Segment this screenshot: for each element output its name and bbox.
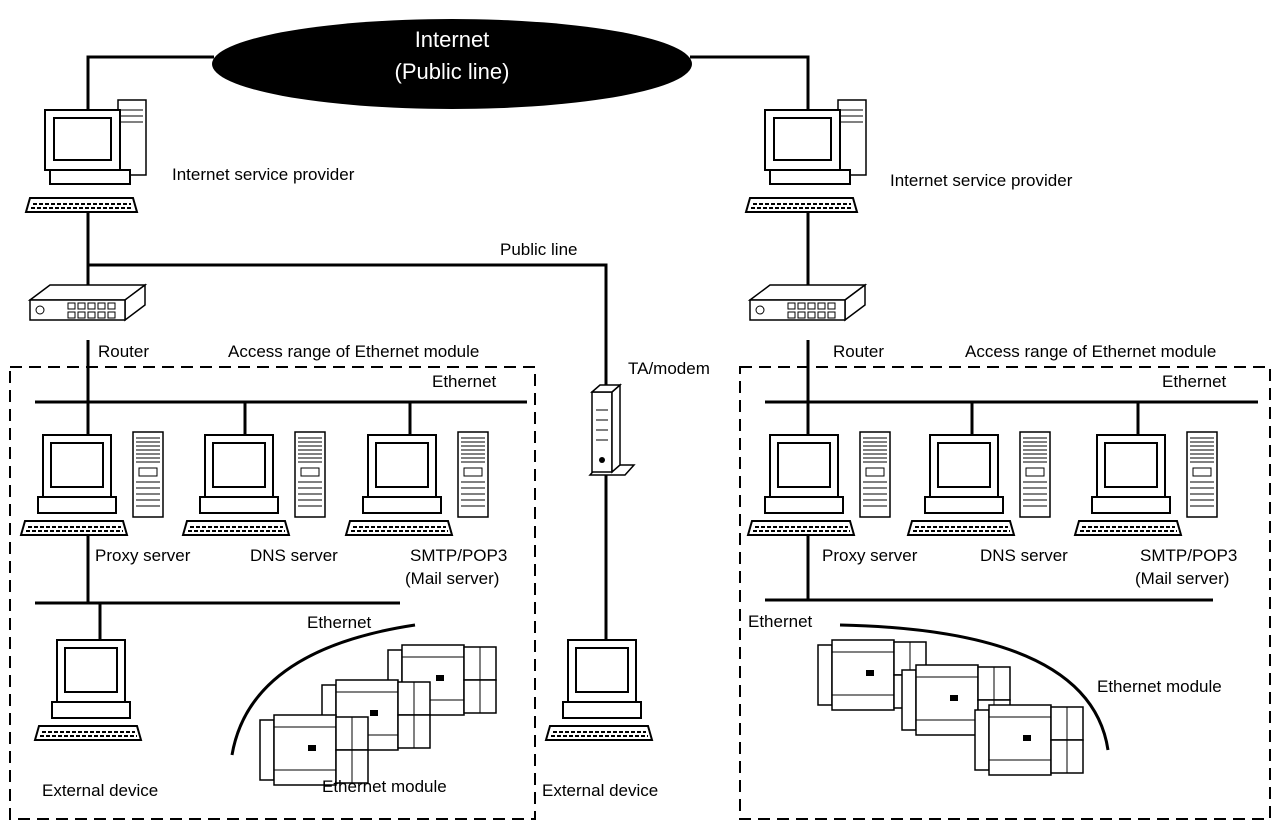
- right-module-arc: [839, 623, 1110, 751]
- left-external-device-label: External device: [42, 781, 158, 800]
- internet-cloud: Internet (Public line): [212, 19, 692, 109]
- left-access-range-label: Access range of Ethernet module: [228, 342, 479, 361]
- left-dns-tower-icon: [294, 431, 326, 518]
- left-smtp-pc-icon: [345, 434, 453, 536]
- left-mail-label: (Mail server): [405, 569, 499, 588]
- right-smtp-tower-icon: [1186, 431, 1218, 518]
- left-proxy-pc-icon: [20, 434, 128, 536]
- left-router-label: Router: [98, 342, 149, 361]
- line-internet-left-isp: [86, 55, 214, 110]
- connection-lines: [35, 55, 1258, 756]
- left-dns-pc-icon: [182, 434, 290, 536]
- right-dns-pc-icon: [907, 434, 1015, 536]
- right-dns-label: DNS server: [980, 546, 1068, 565]
- left-proxy-tower-icon: [132, 431, 164, 518]
- internet-label: Internet: [415, 27, 490, 52]
- right-smtp-label: SMTP/POP3: [1140, 546, 1237, 565]
- left-ethernet-top-label: Ethernet: [432, 372, 497, 391]
- line-public: [88, 263, 608, 385]
- right-isp-label: Internet service provider: [890, 171, 1073, 190]
- left-ethernet-bottom-label: Ethernet: [307, 613, 372, 632]
- left-ethernet-module-label: Ethernet module: [322, 777, 447, 796]
- left-dns-label: DNS server: [250, 546, 338, 565]
- right-ethernet-top-label: Ethernet: [1162, 372, 1227, 391]
- right-proxy-tower-icon: [859, 431, 891, 518]
- right-ethernet-module-icon-3: [974, 704, 1084, 776]
- ta-modem-icon: [588, 383, 636, 476]
- left-smtp-tower-icon: [457, 431, 489, 518]
- middle-external-device-label: External device: [542, 781, 658, 800]
- right-ethernet-module-label: Ethernet module: [1097, 677, 1222, 696]
- right-proxy-label: Proxy server: [822, 546, 918, 565]
- middle-external-device-icon: [545, 639, 653, 741]
- left-router-icon: [29, 284, 146, 321]
- left-access-range: [9, 366, 536, 820]
- right-smtp-pc-icon: [1074, 434, 1182, 536]
- left-smtp-label: SMTP/POP3: [410, 546, 507, 565]
- right-proxy-pc-icon: [747, 434, 855, 536]
- right-router-label: Router: [833, 342, 884, 361]
- left-external-device-icon: [34, 639, 142, 741]
- right-ethernet-bottom-label: Ethernet: [748, 612, 813, 631]
- right-access-range-label: Access range of Ethernet module: [965, 342, 1216, 361]
- right-isp-computer-icon: [745, 99, 867, 213]
- left-isp-label: Internet service provider: [172, 165, 355, 184]
- public-line-label: Public line: [500, 240, 578, 259]
- left-proxy-label: Proxy server: [95, 546, 191, 565]
- left-ethernet-module-icon-3: [259, 714, 369, 786]
- left-module-arc: [230, 623, 416, 756]
- right-router-icon: [749, 284, 866, 321]
- internet-sublabel: (Public line): [395, 59, 510, 84]
- ta-modem-label: TA/modem: [628, 359, 710, 378]
- right-dns-tower-icon: [1019, 431, 1051, 518]
- line-internet-right-isp: [690, 55, 810, 110]
- right-mail-label: (Mail server): [1135, 569, 1229, 588]
- left-isp-computer-icon: [25, 99, 147, 213]
- right-access-range: [739, 366, 1271, 820]
